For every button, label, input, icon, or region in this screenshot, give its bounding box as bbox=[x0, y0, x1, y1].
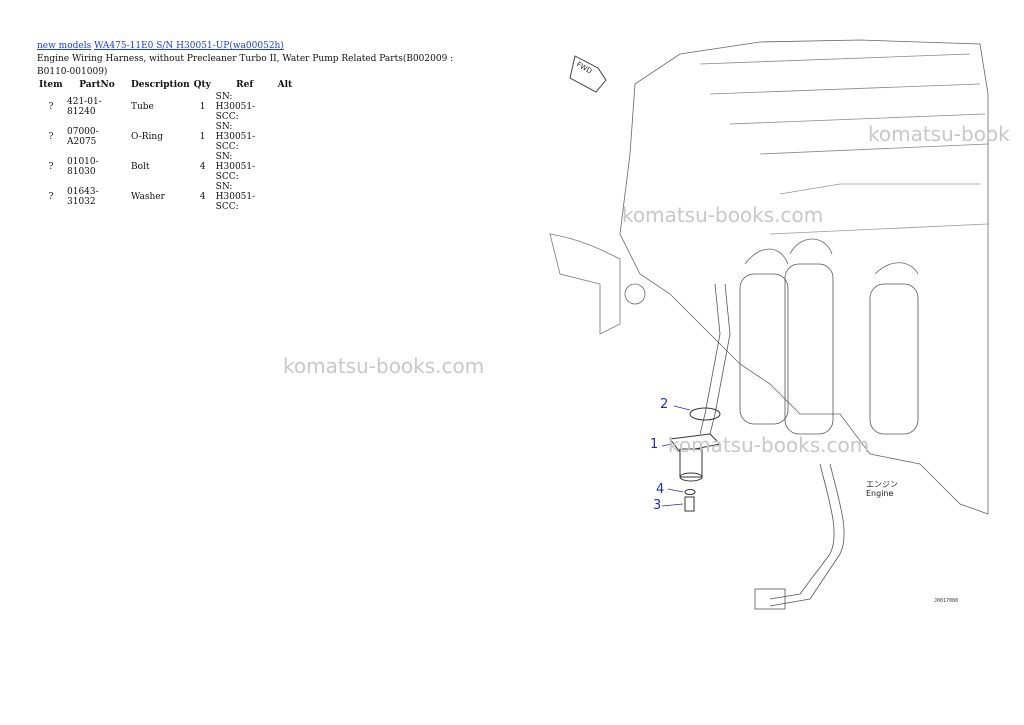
cell-partno: 421-01-81240 bbox=[67, 97, 102, 117]
callout-2: 2 bbox=[660, 397, 669, 412]
header: new models WA475-11E0 S/N H30051-UP(wa00… bbox=[37, 40, 457, 79]
cell-ref: SN: H30051-SCC: bbox=[215, 122, 256, 152]
breadcrumb-link-new-models[interactable]: new models bbox=[37, 41, 92, 51]
table-row: ? 01010-81030 Bolt 4 SN: H30051-SCC: bbox=[37, 152, 300, 182]
col-header-ref: Ref bbox=[236, 80, 254, 90]
col-header-partno: PartNo bbox=[79, 80, 115, 90]
engine-label-jp: エンジン bbox=[866, 480, 898, 489]
cell-ref: SN: H30051-SCC: bbox=[215, 182, 256, 212]
parts-table: Item PartNo Description Qty Ref Alt ? 42… bbox=[37, 78, 300, 212]
cell-item: ? bbox=[48, 162, 54, 172]
cell-qty: 1 bbox=[199, 102, 206, 112]
watermark-right: komatsu-book bbox=[868, 122, 1010, 146]
cell-alt bbox=[276, 122, 300, 152]
callout-1: 1 bbox=[650, 437, 659, 452]
breadcrumb: new models WA475-11E0 S/N H30051-UP(wa00… bbox=[37, 40, 457, 53]
table-row: ? 07000-A2075 O-Ring 1 SN: H30051-SCC: bbox=[37, 122, 300, 152]
table-row: ? 01643-31032 Washer 4 SN: H30051-SCC: bbox=[37, 182, 300, 212]
col-header-qty: Qty bbox=[193, 80, 211, 90]
cell-qty: 4 bbox=[199, 192, 206, 202]
cell-partno: 01643-31032 bbox=[67, 187, 99, 207]
fwd-arrow-icon bbox=[569, 55, 607, 93]
watermark-lower: komatsu-books.com bbox=[668, 433, 870, 457]
cell-qty: 4 bbox=[199, 162, 206, 172]
engine-diagram bbox=[549, 39, 989, 610]
cell-ref: SN: H30051-SCC: bbox=[215, 152, 256, 182]
cell-description: Bolt bbox=[131, 162, 150, 172]
col-header-alt: Alt bbox=[277, 80, 293, 90]
cell-item: ? bbox=[48, 102, 54, 112]
table-row: ? 421-01-81240 Tube 1 SN: H30051-SCC: bbox=[37, 92, 300, 122]
table-header-row: Item PartNo Description Qty Ref Alt bbox=[37, 78, 300, 92]
callout-4: 4 bbox=[656, 482, 665, 497]
cell-description: Washer bbox=[131, 192, 165, 202]
cell-alt bbox=[276, 92, 300, 122]
cell-partno: 07000-A2075 bbox=[67, 127, 99, 147]
cell-ref: SN: H30051-SCC: bbox=[215, 92, 256, 122]
breadcrumb-link-model[interactable]: WA475-11E0 S/N H30051-UP(wa00052h) bbox=[94, 41, 284, 51]
engine-label-en: Engine bbox=[866, 489, 894, 498]
cell-description: Tube bbox=[131, 102, 154, 112]
cell-description: O-Ring bbox=[131, 132, 163, 142]
drawing-code: J0017080 bbox=[934, 598, 959, 604]
cell-alt bbox=[276, 182, 300, 212]
cell-partno: 01010-81030 bbox=[67, 157, 99, 177]
cell-item: ? bbox=[48, 192, 54, 202]
engine-label: エンジン Engine bbox=[866, 480, 898, 498]
page-title: Engine Wiring Harness, without Precleane… bbox=[37, 54, 454, 77]
cell-alt bbox=[276, 152, 300, 182]
cell-qty: 1 bbox=[199, 132, 206, 142]
cell-item: ? bbox=[48, 132, 54, 142]
col-header-description: Description bbox=[131, 80, 190, 90]
watermark-center: komatsu-books.com bbox=[283, 354, 485, 378]
watermark-upper: komatsu-books.com bbox=[622, 203, 824, 227]
callout-3: 3 bbox=[653, 498, 662, 513]
col-header-item: Item bbox=[39, 80, 63, 90]
